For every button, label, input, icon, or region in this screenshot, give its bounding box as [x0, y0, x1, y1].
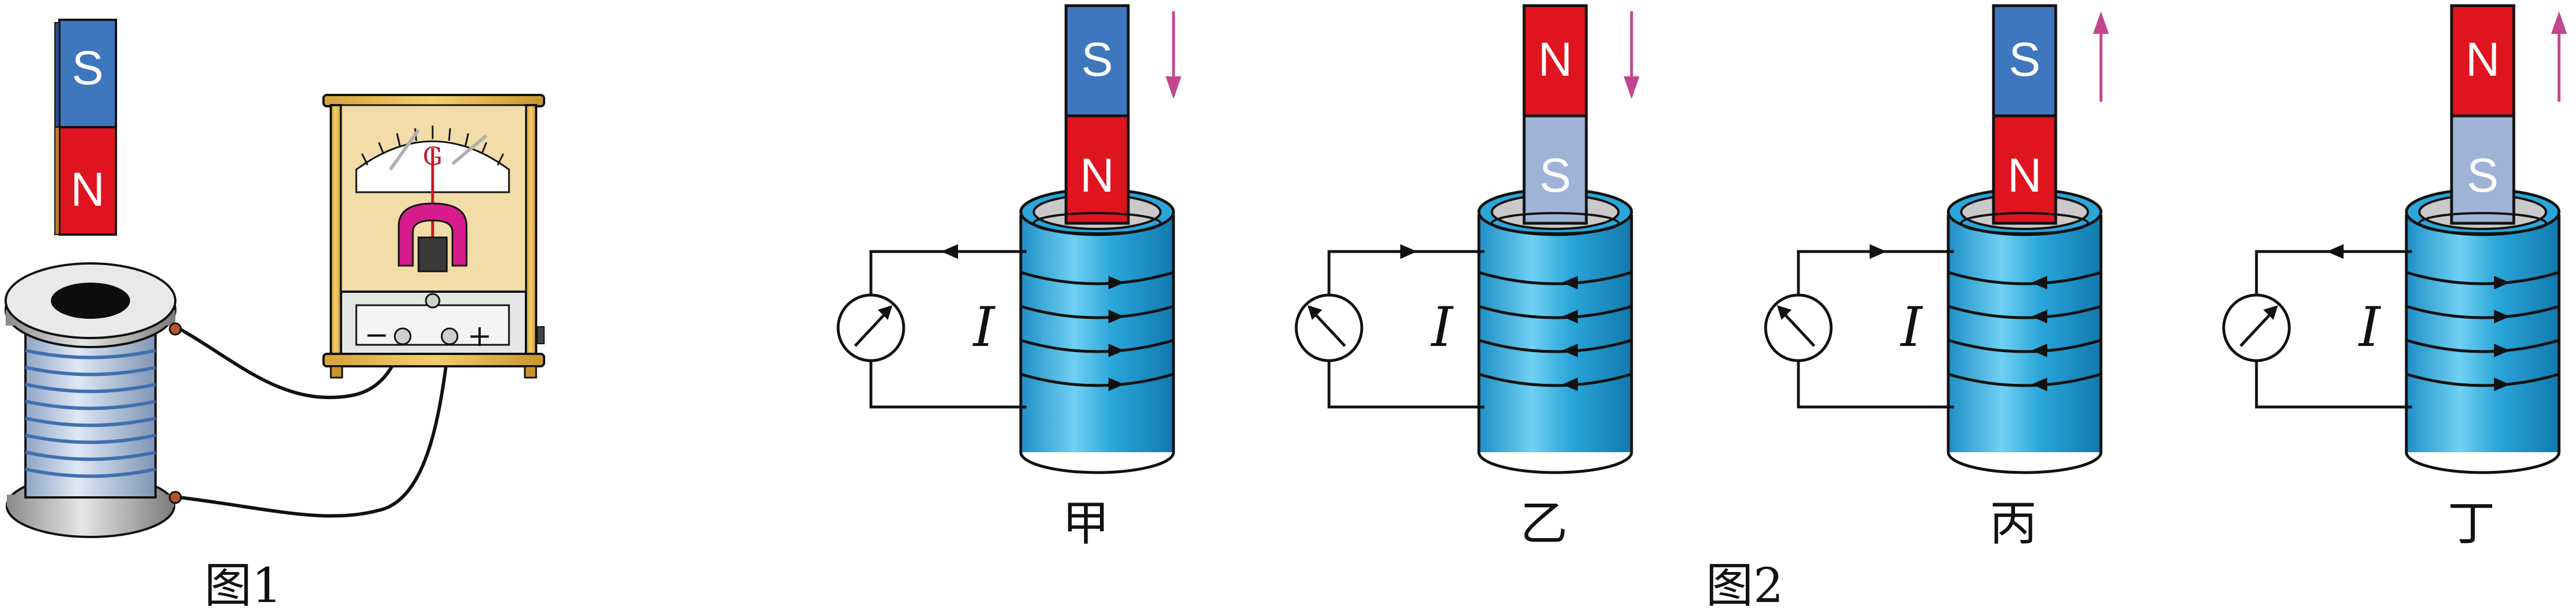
panel-jia: I S N 甲: [836, 4, 1181, 551]
figure-1: S N: [5, 19, 545, 613]
winding-arrow: [1562, 378, 1578, 391]
coil-winding: [1948, 305, 2102, 319]
galvanometer-needle: [1312, 311, 1346, 347]
panel-bing: I S N 丙: [1764, 4, 2109, 551]
needle-tip: [1777, 305, 1792, 320]
winding-arrow: [2494, 378, 2510, 391]
magnet-bottom-pole: N: [2008, 149, 2042, 202]
fig1-coil-spool: [5, 262, 182, 538]
magnet-top-half: [1522, 4, 1588, 118]
winding-arrow: [2494, 276, 2510, 289]
coil-winding: [1948, 373, 2102, 387]
winding-arrow: [1108, 276, 1124, 289]
meter-plus-terminal: +: [467, 319, 492, 353]
magnet-bottom-half: [2450, 114, 2515, 225]
current-direction-arrow: [1870, 244, 1887, 259]
coil-winding: [1020, 271, 1174, 285]
current-label: I: [1430, 296, 1454, 359]
magnet-top-pole: N: [2466, 33, 2500, 86]
coil-winding: [1478, 339, 1632, 353]
winding-arrow: [2494, 344, 2510, 357]
coil-winding: [1478, 305, 1632, 319]
coil-winding: [1948, 339, 2102, 353]
galvanometer-needle: [854, 311, 888, 347]
magnet-bottom-pole: S: [1539, 149, 1571, 202]
meter-minus-terminal: −: [364, 318, 389, 352]
panel-ding: I N S 丁: [2222, 4, 2567, 551]
coil-winding: [1478, 271, 1632, 285]
coil-winding: [2406, 271, 2560, 285]
current-direction-arrow: [941, 244, 958, 259]
coil-cylinder: [1479, 215, 1632, 452]
winding-arrow: [1108, 344, 1124, 357]
current-label: I: [1900, 296, 1923, 359]
winding-arrow: [1108, 378, 1124, 391]
winding-arrow: [2494, 310, 2510, 323]
current-direction-arrow: [1400, 244, 1417, 259]
coil-winding: [2406, 305, 2560, 319]
coil-winding: [2406, 373, 2560, 387]
magnet-top-pole: N: [1538, 33, 1573, 86]
panel-label: 乙: [1520, 496, 1568, 551]
fig1-bar-magnet: S N: [54, 19, 117, 236]
fig1-pole-top: S: [72, 41, 103, 94]
coil-winding: [1020, 339, 1174, 353]
coil-cylinder: [1948, 215, 2101, 452]
current-label: I: [972, 296, 996, 359]
magnet-bottom-half: [1992, 114, 2057, 225]
panel-label: 丁: [2448, 496, 2495, 551]
panel-label: 丙: [1990, 496, 2037, 551]
winding-arrow: [2031, 378, 2047, 391]
winding-arrow: [2031, 310, 2047, 323]
coil-cylinder: [1021, 215, 1173, 452]
magnet-top-half: [1064, 4, 1130, 118]
winding-arrow: [2031, 276, 2047, 289]
magnet-top-pole: S: [1081, 33, 1113, 86]
magnet-bottom-pole: S: [2467, 149, 2499, 202]
current-direction-arrow: [2327, 244, 2344, 259]
winding-arrow: [2031, 344, 2047, 357]
panel-label: 甲: [1062, 496, 1110, 551]
coil-winding: [1478, 373, 1632, 387]
coil-winding: [1020, 373, 1174, 387]
needle-tip: [878, 305, 892, 320]
magnet-bottom-half: [1522, 114, 1588, 225]
needle-tip: [1308, 305, 1322, 320]
figure-1-caption: 图1: [204, 558, 282, 613]
magnet-bottom-half: [1064, 114, 1130, 225]
magnet-top-pole: S: [2009, 33, 2040, 86]
needle-tip: [2263, 305, 2278, 320]
figure-2: I S N 甲 I N S 乙 I S N 丙 I N S 丁 图2: [836, 4, 2567, 613]
magnet-bottom-pole: N: [1080, 149, 1115, 202]
figure-2-caption: 图2: [1706, 558, 1783, 613]
galvanometer-needle: [1781, 311, 1815, 347]
fig1-pole-bottom: N: [71, 163, 105, 216]
winding-arrow: [1562, 310, 1578, 323]
current-label: I: [2358, 296, 2381, 359]
coil-winding: [1020, 305, 1174, 319]
panel-yi: I N S 乙: [1295, 4, 1639, 551]
winding-arrow: [1562, 344, 1578, 357]
winding-arrow: [1562, 276, 1578, 289]
winding-arrow: [1108, 310, 1124, 323]
coil-winding: [1948, 271, 2102, 285]
coil-winding: [2406, 339, 2560, 353]
coil-cylinder: [2406, 215, 2559, 452]
galvanometer-needle: [2240, 311, 2273, 347]
fig1-galvanometer: G − +: [322, 94, 545, 379]
